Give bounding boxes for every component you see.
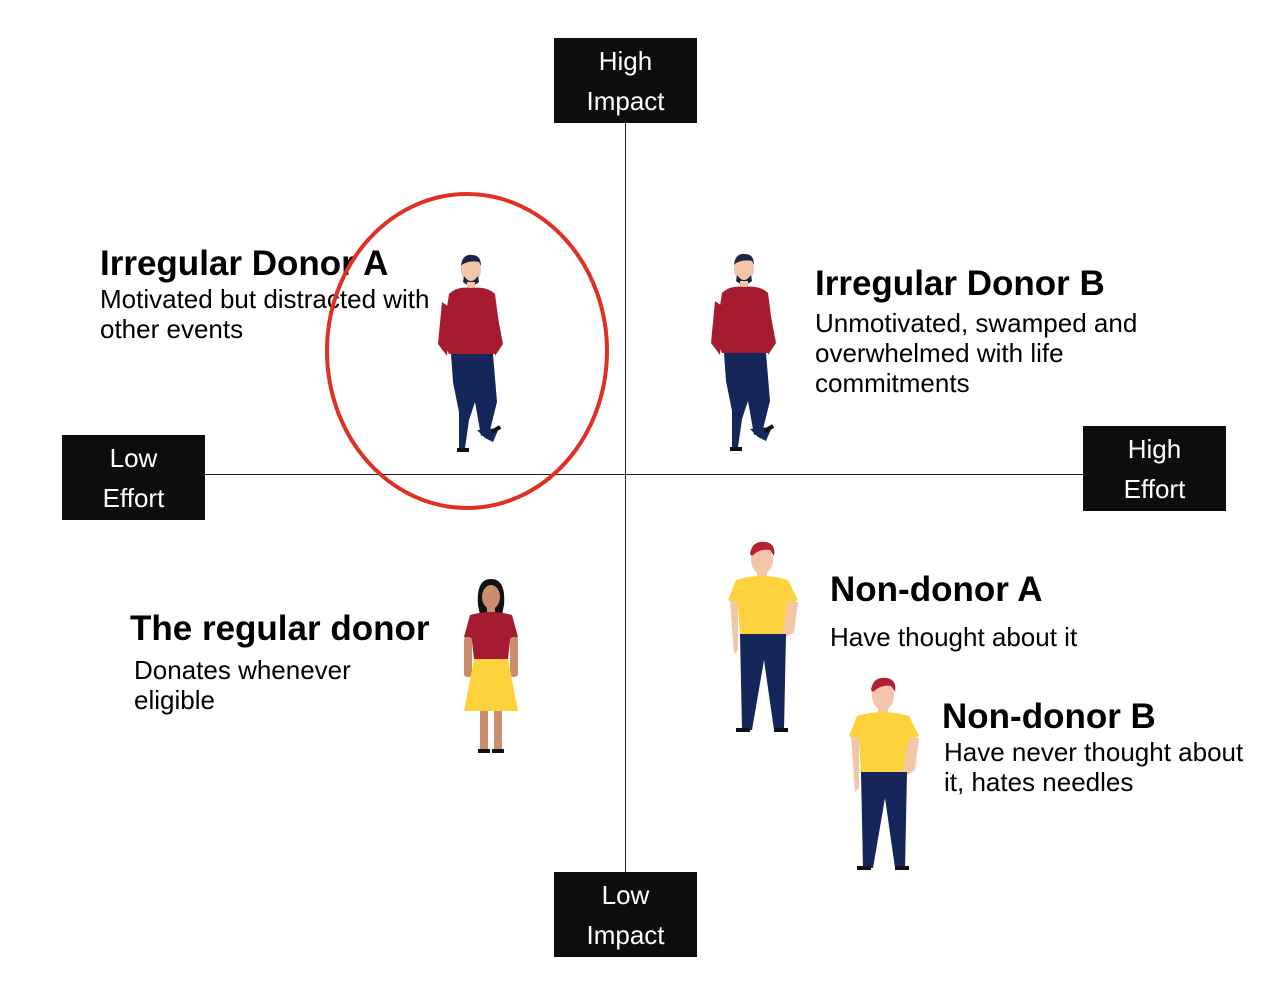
man-yellow-shirt-figure-b	[849, 677, 919, 870]
woman-figure-regular-donor	[464, 579, 518, 753]
persona-non-donor-b: Non-donor B Have never thought about it,…	[942, 697, 1244, 797]
persona-irregular-donor-b: Irregular Donor B Unmotivated, swamped a…	[815, 264, 1145, 398]
man-red-shirt-figure-b	[711, 253, 776, 451]
axis-label-line: High	[598, 45, 653, 76]
persona-name: The regular donor	[130, 609, 430, 648]
persona-description: Have never thought about it, hates needl…	[944, 737, 1244, 797]
axis-label-line: Effort	[1123, 473, 1186, 504]
persona-non-donor-a: Non-donor A Have thought about it	[830, 570, 1077, 652]
persona-irregular-donor-a: Irregular Donor A Motivated but distract…	[100, 244, 430, 344]
persona-description: Have thought about it	[830, 622, 1078, 652]
axis-label-line: Impact	[586, 85, 665, 116]
axis-label-low-impact: Low Impact	[554, 872, 697, 957]
axis-label-line: Low	[601, 879, 650, 910]
axis-label-line: Effort	[102, 482, 165, 513]
man-yellow-shirt-figure-a	[728, 541, 798, 732]
vertical-axis-line	[625, 122, 626, 874]
persona-name: Non-donor A	[830, 570, 1043, 609]
axis-label-line: Low	[109, 442, 158, 473]
persona-description: Donates whenever eligible	[134, 655, 351, 715]
axis-label-line: High	[1127, 433, 1182, 464]
persona-regular-donor: The regular donor Donates whenever eligi…	[130, 609, 434, 715]
man-red-shirt-figure-a	[438, 254, 503, 452]
axis-label-low-effort: Low Effort	[62, 435, 205, 520]
persona-name: Irregular Donor A	[100, 244, 389, 283]
axis-label-high-impact: High Impact	[554, 38, 697, 123]
axis-label-high-effort: High Effort	[1083, 426, 1226, 511]
persona-description: Motivated but distracted with other even…	[100, 284, 430, 344]
horizontal-axis-line	[205, 474, 1085, 475]
axis-label-line: Impact	[586, 919, 665, 950]
persona-name: Irregular Donor B	[815, 264, 1105, 303]
persona-description: Unmotivated, swamped and overwhelmed wit…	[815, 308, 1138, 398]
persona-name: Non-donor B	[942, 697, 1156, 736]
